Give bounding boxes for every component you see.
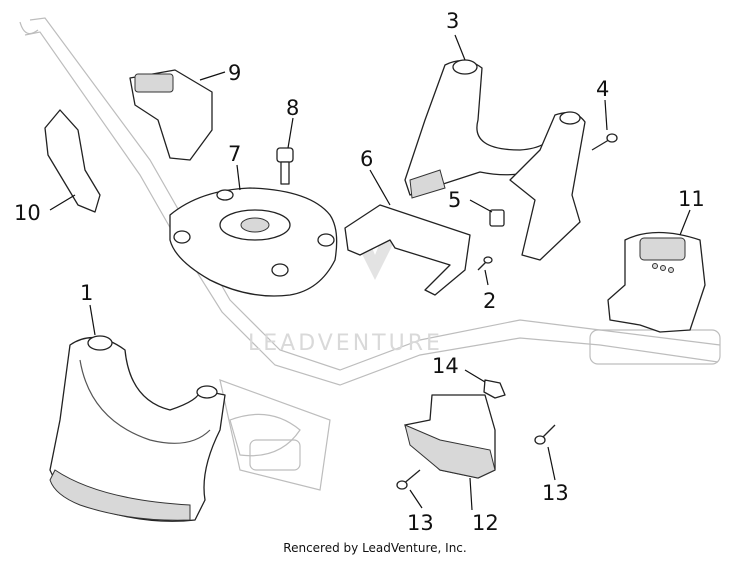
- callout-14: 14: [432, 354, 459, 378]
- callout-7: 7: [228, 142, 241, 166]
- callout-2: 2: [483, 289, 496, 313]
- handlebar-outline: [19, 17, 721, 491]
- callout-8: 8: [286, 96, 299, 120]
- part-5-clip: [489, 209, 505, 227]
- part-7-center-cover: [169, 187, 338, 297]
- part-9-switch-housing: [129, 69, 213, 161]
- part-6-bracket: [344, 204, 471, 296]
- part-8-bolt: [276, 147, 294, 185]
- part-11-right-housing: [607, 231, 706, 333]
- callout-labels: 1 2 3 4 5 6 7 8 9 10 11 12 13 13 14: [14, 9, 705, 535]
- callout-10: 10: [14, 201, 41, 225]
- leader-lines: [49, 34, 691, 511]
- part-13-screw-right: [534, 424, 556, 445]
- part-10-switch-cover: [44, 109, 101, 213]
- callout-4: 4: [596, 77, 609, 101]
- callout-13-left: 13: [407, 511, 434, 535]
- callout-11: 11: [678, 187, 705, 211]
- callout-6: 6: [360, 147, 373, 171]
- part-3-upper-rear-cover: [404, 59, 556, 199]
- part-14-clip: [483, 379, 506, 399]
- callout-1: 1: [80, 281, 93, 305]
- watermark: LEADVENTURE: [248, 230, 443, 356]
- part-4-screw: [591, 133, 618, 151]
- part-2-screw: [477, 256, 493, 271]
- callout-5: 5: [448, 188, 461, 212]
- watermark-text: LEADVENTURE: [248, 331, 443, 356]
- part-1-lower-cover: [49, 335, 226, 522]
- part-13-screw-left: [396, 469, 421, 490]
- callout-3: 3: [446, 9, 459, 33]
- credit-text: Rencered by LeadVenture, Inc.: [283, 541, 467, 555]
- callout-12: 12: [472, 511, 499, 535]
- callout-13-right: 13: [542, 481, 569, 505]
- part-12-lower-right-cover: [404, 394, 496, 479]
- part-side-cover: [509, 111, 586, 261]
- callout-9: 9: [228, 61, 241, 85]
